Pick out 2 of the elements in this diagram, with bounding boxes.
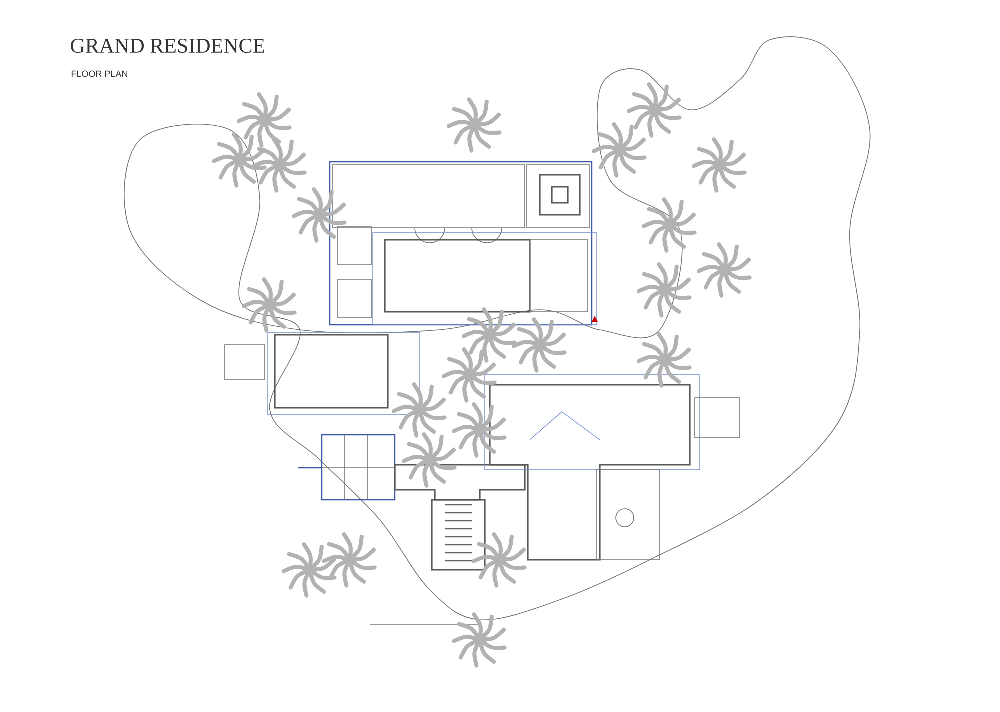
subtitle: FLOOR PLAN [72,70,128,78]
title: GRAND RESIDENCE [71,38,265,54]
